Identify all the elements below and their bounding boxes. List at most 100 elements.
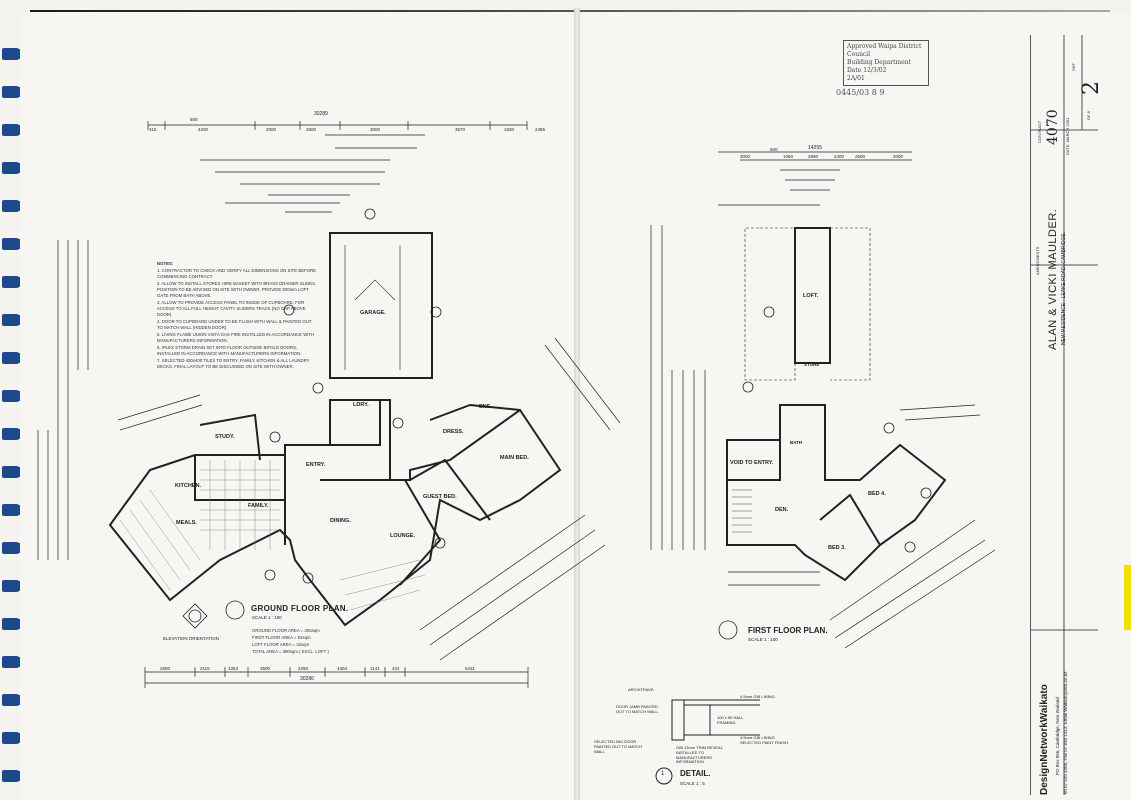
- room-dining: DINING.: [330, 518, 351, 524]
- ground-dim-2: 600: [190, 117, 198, 122]
- binder-ring: [2, 86, 22, 98]
- room-family: FAMILY.: [248, 503, 269, 509]
- ground-dim-4: 2000: [266, 127, 277, 132]
- ground-overall-bottom-dim: 30286: [300, 676, 314, 682]
- room-study: STUDY.: [215, 434, 235, 440]
- binder-ring: [2, 694, 22, 706]
- binder-ring: [2, 656, 22, 668]
- first-dim-5: 2400: [834, 154, 845, 159]
- detail-label: ARCHITRAVE.: [628, 687, 655, 692]
- ground-tile-pattern: [119, 460, 426, 611]
- detail-label: GIB 13mm TRIM REVEAL INSTALLED TO MANUFA…: [676, 745, 723, 765]
- company-contact: Tel 07 839 3308, Fax 07 838 1413, Email …: [1063, 671, 1068, 795]
- first-floor-title: FIRST FLOOR PLAN.: [748, 626, 828, 635]
- ground-right-dimensions: [117, 337, 621, 661]
- ground-dim-9: 2485: [535, 127, 546, 132]
- detail-label: SELECTED BIG DOOR PAINTED OUT TO MATCH W…: [594, 739, 643, 754]
- detail-label: 100 x 50 HALL FRAMING.: [717, 715, 744, 725]
- detail-drawing: [655, 699, 760, 785]
- room-ens: ENS.: [479, 404, 492, 410]
- binder-ring: [2, 314, 22, 326]
- first-dim-4: 2880: [808, 154, 819, 159]
- drawing-date: DATE: MARCH 2001: [1065, 117, 1070, 155]
- note-item: 4. DOOR TO CUPBOARD UNDER TO BE FLUSH WI…: [157, 319, 312, 330]
- loft-dashed-outline: [744, 227, 871, 381]
- note-item: 6. IPLEX STORM DRAIN SET INTO FLOOR OUTS…: [157, 345, 302, 357]
- elevation-orientation-label: ELEVATION ORIENTATION: [163, 636, 219, 641]
- first-dim-6: 2500: [855, 154, 866, 159]
- binder-ring: [2, 238, 22, 250]
- ground-dim-6: 3000: [370, 127, 381, 132]
- binder-ring: [2, 770, 22, 782]
- amendments-label: AMENDMENTS: [1035, 246, 1040, 275]
- ground-left-dimensions: [37, 240, 89, 560]
- client-name: ALAN & VICKI MAULDER.: [1047, 208, 1059, 350]
- first-dim-3: 1060: [783, 154, 794, 159]
- stamp-line: 2A/01: [847, 75, 865, 83]
- sheet-label: SHT: [1071, 63, 1076, 71]
- note-item: 2. ALLOW TO INSTALL STOREX HIRE BASKET W…: [157, 281, 317, 298]
- room-entry: ENTRY.: [306, 462, 326, 468]
- sheet-number: 2: [1079, 81, 1104, 95]
- binder-ring: [2, 390, 22, 402]
- room-den: DEN.: [775, 507, 789, 513]
- ground-dim-5: 2600: [306, 127, 317, 132]
- ground-bdim-9: 6431: [465, 666, 476, 671]
- binder-ring: [2, 428, 22, 440]
- ground-floor-title: GROUND FLOOR PLAN.: [251, 604, 349, 613]
- note-item: 5. LIVING FLAME UNION VISTA GAS FIRE INS…: [157, 332, 315, 344]
- section-markers-ground: [225, 208, 446, 620]
- binder-rings: [0, 0, 26, 800]
- yellow-tab: [1124, 565, 1131, 630]
- project-description: NEW RESIDENCE - LEAKE ROAD, CAMBRIDGE.: [1061, 231, 1067, 345]
- loft-walls: [794, 227, 831, 364]
- page-gutter: [574, 8, 580, 800]
- ground-bdim-8: 431: [392, 666, 400, 671]
- binder-ring: [2, 162, 22, 174]
- ground-floor-scale: SCALE 1 : 100: [252, 615, 282, 620]
- first-dim-2: 600: [770, 147, 778, 152]
- first-dim-1: 3000: [740, 154, 751, 159]
- ground-dim-1: 316: [149, 127, 157, 132]
- room-bath: BATH: [790, 440, 803, 445]
- ground-bdim-4: 3500: [260, 666, 271, 671]
- ground-bdim-3: 1353: [228, 666, 239, 671]
- detail-scale: SCALE 1 : 5: [680, 781, 705, 786]
- binder-ring: [2, 466, 22, 478]
- binder-ring: [2, 580, 22, 592]
- stamp-line: Approved Waipa District Council: [847, 43, 922, 59]
- detail-label: 4.5mm GIB LINING SELECTED PAINT FINISH.: [740, 735, 789, 745]
- room-ldry: LDRY.: [353, 402, 369, 408]
- first-top-dimensions: [718, 151, 912, 206]
- first-floor-walls: [726, 404, 947, 582]
- room-guest-bed: GUEST BED.: [423, 494, 457, 500]
- binder-ring: [2, 732, 22, 744]
- area-line: TOTAL AREA = 390sqm ( EXCL. LOFT ): [252, 648, 329, 654]
- binder-ring: [2, 542, 22, 554]
- company-logo: DesignNetworkWaikato: [1039, 684, 1050, 795]
- contract-number: 4070: [1045, 109, 1061, 145]
- first-right-dimensions: [829, 404, 996, 649]
- room-kitchen: KITCHEN.: [175, 483, 201, 489]
- ground-bdim-2: 2115: [200, 666, 210, 671]
- right-page: [578, 12, 1131, 800]
- ground-bdim-7: 1141: [370, 666, 380, 671]
- ground-overall-top-dim: 30289: [314, 111, 328, 117]
- binder-ring: [2, 200, 22, 212]
- detail-title: DETAIL.: [680, 769, 711, 778]
- garage-details: [344, 245, 401, 370]
- detail-label: 4.5mm GIB LINING.: [740, 694, 776, 699]
- binder-ring: [2, 352, 22, 364]
- detail-label: DOOR JAMB PAINTED OUT TO MATCH WALL.: [616, 704, 659, 714]
- binder-ring: [2, 276, 22, 288]
- floor-areas: GROUND FLOOR AREA = 306sqm FIRST FLOOR A…: [252, 628, 329, 656]
- note-item: 1. CONTRACTOR TO CHECK AND VERIFY ALL DI…: [157, 268, 317, 280]
- stamp-reference-number: 0445/03 8 9: [836, 88, 885, 97]
- room-meals: MEALS.: [176, 520, 197, 526]
- note-item: 7. SELECTED 400x400 TILES TO ENTRY, FAMI…: [157, 358, 310, 370]
- title-block: ALAN & VICKI MAULDER. NEW RESIDENCE - LE…: [1030, 35, 1104, 795]
- sheet-total: OF 8: [1086, 111, 1091, 120]
- area-line: FIRST FLOOR AREA = 84sqm: [252, 634, 311, 640]
- title-block-lines: [1030, 35, 1098, 795]
